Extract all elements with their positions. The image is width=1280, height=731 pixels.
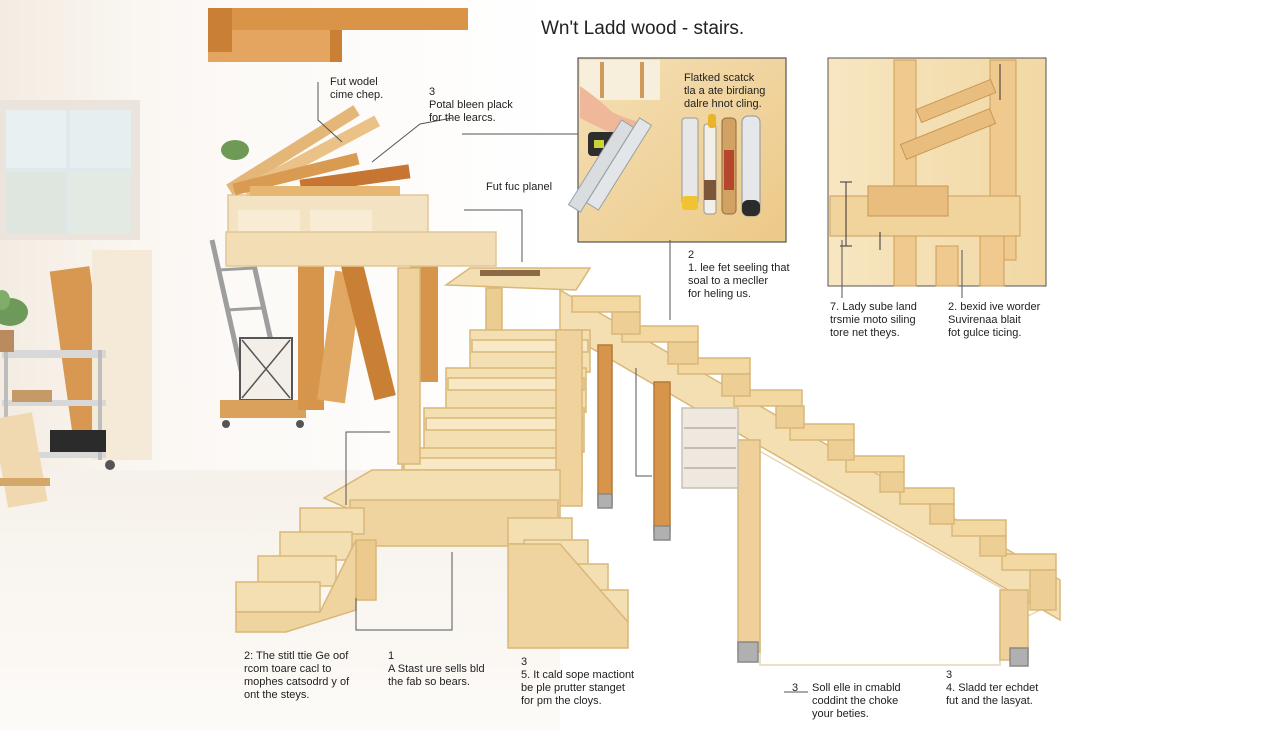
label-line: 7. Lady sube land <box>830 301 917 313</box>
label-line: Suvirenaa blait <box>948 314 1021 326</box>
label-bottom-far: 3 4. Sladd ter echdet fut and the lasyat… <box>946 669 1038 708</box>
label-line: for heling us. <box>688 288 751 300</box>
label-line: the fab so bears. <box>388 676 470 688</box>
label-top-left: Fut wodel cime chep. <box>330 76 383 102</box>
level-icon <box>567 117 653 213</box>
label-right-mid: 2 1. lee fet seeling that soal to a mecl… <box>688 249 790 301</box>
chisel-icon <box>681 117 699 210</box>
leader-lines <box>317 82 963 693</box>
label-line: 1. lee fet seeling that <box>688 262 790 274</box>
label-line: tore net theys. <box>830 327 900 339</box>
frame-detail-inset <box>827 57 1047 287</box>
page-title: Wn't Ladd wood - stairs. <box>541 18 745 39</box>
label-line: Potal bleen plack <box>429 99 513 111</box>
label-line: Fut fuc planel <box>486 181 553 193</box>
label-line: A Stast ure sells bld <box>388 663 485 675</box>
label-number: 2 <box>688 249 695 261</box>
label-line: 4. Sladd ter echdet <box>946 682 1039 694</box>
label-line: soal to a mecller <box>688 275 769 287</box>
label-top-mid: 3 Potal bleen plack for the learcs. <box>429 86 513 125</box>
label-line: for the learcs. <box>429 112 496 124</box>
label-line: fot gulce ticing. <box>948 327 1022 339</box>
label-line: 2: The stitl ttie Ge oof <box>244 650 349 662</box>
label-tools-panel: Flatked scatck tla a ate birdiang dalre … <box>684 72 765 111</box>
label-bottom-mid2: 3 5. It cald sope mactiont be ple prutte… <box>521 656 634 708</box>
label-bottom-left: 2: The stitl ttie Ge oof rcom toare cacl… <box>244 650 349 702</box>
window <box>0 100 140 240</box>
pencil-icon <box>703 114 717 215</box>
label-line: 2. bexid ive worder <box>948 301 1041 313</box>
label-line: trsmie moto siling <box>830 314 916 326</box>
plant-icon <box>0 290 28 352</box>
label-bottom-right-number: 3 <box>792 682 799 694</box>
label-detail-right: 2. bexid ive worder Suvirenaa blait fot … <box>948 301 1040 340</box>
label-line: tla a ate birdiang <box>684 85 766 97</box>
label-line: your beties. <box>812 708 869 720</box>
saw-icon <box>721 115 761 217</box>
staircase <box>235 267 1061 667</box>
label-mid-center: Fut fuc planel <box>486 181 552 194</box>
label-number: 1 <box>388 650 395 662</box>
label-line: coddint the choke <box>812 695 899 707</box>
label-line: 5. It cald sope mactiont <box>521 669 635 681</box>
label-bottom-mid: 1 A Stast ure sells bld the fab so bears… <box>388 650 485 689</box>
tools-inset <box>567 57 787 243</box>
label-line: Flatked scatck <box>684 72 755 84</box>
label-line: for pm the cloys. <box>521 695 602 707</box>
label-number: 3 <box>429 86 436 98</box>
label-number: 3 <box>946 669 953 681</box>
label-line: cime chep. <box>330 89 384 101</box>
label-line: Fut wodel <box>330 76 378 88</box>
label-number: 3 <box>521 656 528 668</box>
label-detail-left: 7. Lady sube land trsmie moto siling tor… <box>830 301 917 340</box>
shelf-cart <box>2 350 115 470</box>
label-bottom-right: Soll elle in cmabld coddint the choke yo… <box>812 682 901 721</box>
label-line: ont the steys. <box>244 689 310 701</box>
shelf-unit <box>225 194 497 267</box>
label-line: fut and the lasyat. <box>946 695 1033 707</box>
label-line: rcom toare cacl to <box>244 663 332 675</box>
label-line: Soll elle in cmabld <box>812 682 901 694</box>
label-line: be ple prutter stanget <box>521 682 625 694</box>
label-line: mophes catsodrd y of <box>244 676 350 688</box>
label-line: dalre hnot cling. <box>684 98 762 110</box>
